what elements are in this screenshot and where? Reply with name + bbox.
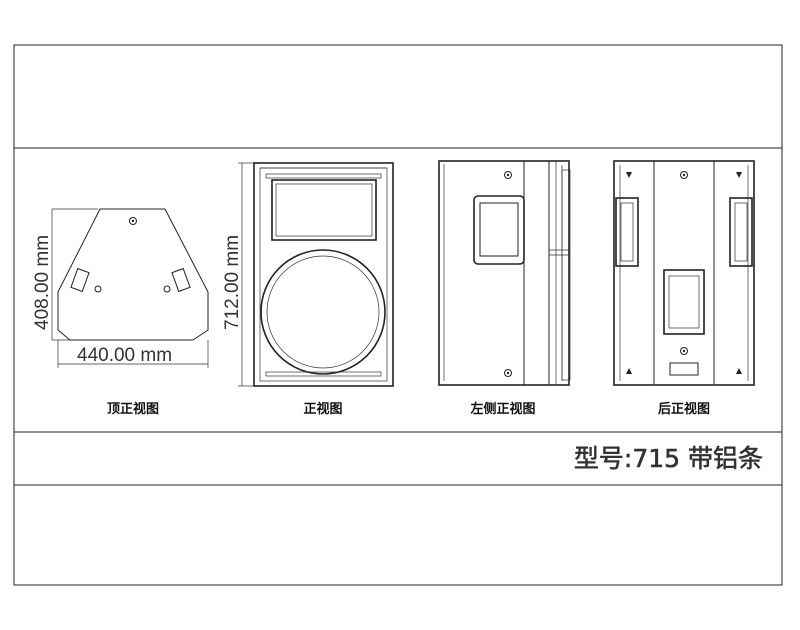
front-woofer-cone — [266, 255, 380, 369]
top-view-outline — [57, 208, 209, 341]
rear-marker-icon — [626, 172, 632, 178]
rear-label-plate — [669, 362, 699, 376]
sheet-border — [13, 44, 783, 586]
rear-input-panel — [663, 269, 705, 335]
rear-screw — [680, 347, 688, 355]
side-handle-inner — [479, 202, 519, 257]
top-view-handle-right — [171, 267, 191, 293]
top-view-caption: 顶正视图 — [107, 401, 159, 417]
rear-screw — [680, 171, 688, 179]
top-view-handle-left — [70, 267, 90, 293]
top-view-screw — [94, 285, 102, 293]
top-height-dimension-label: 408.00 mm — [32, 235, 53, 330]
rear-view-caption: 后正视图 — [658, 401, 710, 417]
rear-cabinet-outline — [613, 160, 755, 386]
side-cabinet-outline — [438, 160, 570, 386]
front-height-dimension-label: 712.00 mm — [222, 235, 243, 330]
rear-marker-icon — [736, 172, 742, 178]
front-woofer-ring — [260, 249, 386, 375]
left-side-view-caption: 左侧正视图 — [470, 401, 535, 417]
rear-marker-icon — [626, 368, 632, 374]
rear-view: 后正视图 — [613, 160, 755, 417]
front-view: 712.00 mm 正视图 — [222, 162, 394, 417]
rear-marker-icon — [736, 368, 742, 374]
top-view: 408.00 mm 440.00 mm 顶正视图 — [32, 208, 209, 417]
rear-handle-right — [729, 197, 753, 267]
front-view-caption: 正视图 — [303, 401, 342, 417]
left-side-view: 左侧正视图 — [438, 160, 571, 417]
top-view-screw — [163, 285, 171, 293]
front-horn-inner — [275, 183, 373, 237]
top-view-screw — [129, 217, 137, 225]
front-cabinet-outline — [253, 162, 394, 387]
front-horn-outer — [271, 179, 377, 241]
side-handle-outer — [473, 195, 525, 265]
side-screw — [504, 171, 512, 179]
rear-handle-left — [615, 197, 639, 267]
top-width-dimension-label: 440.00 mm — [77, 345, 172, 366]
side-screw — [504, 369, 512, 377]
model-label: 型号:715 带铝条 — [574, 444, 763, 473]
